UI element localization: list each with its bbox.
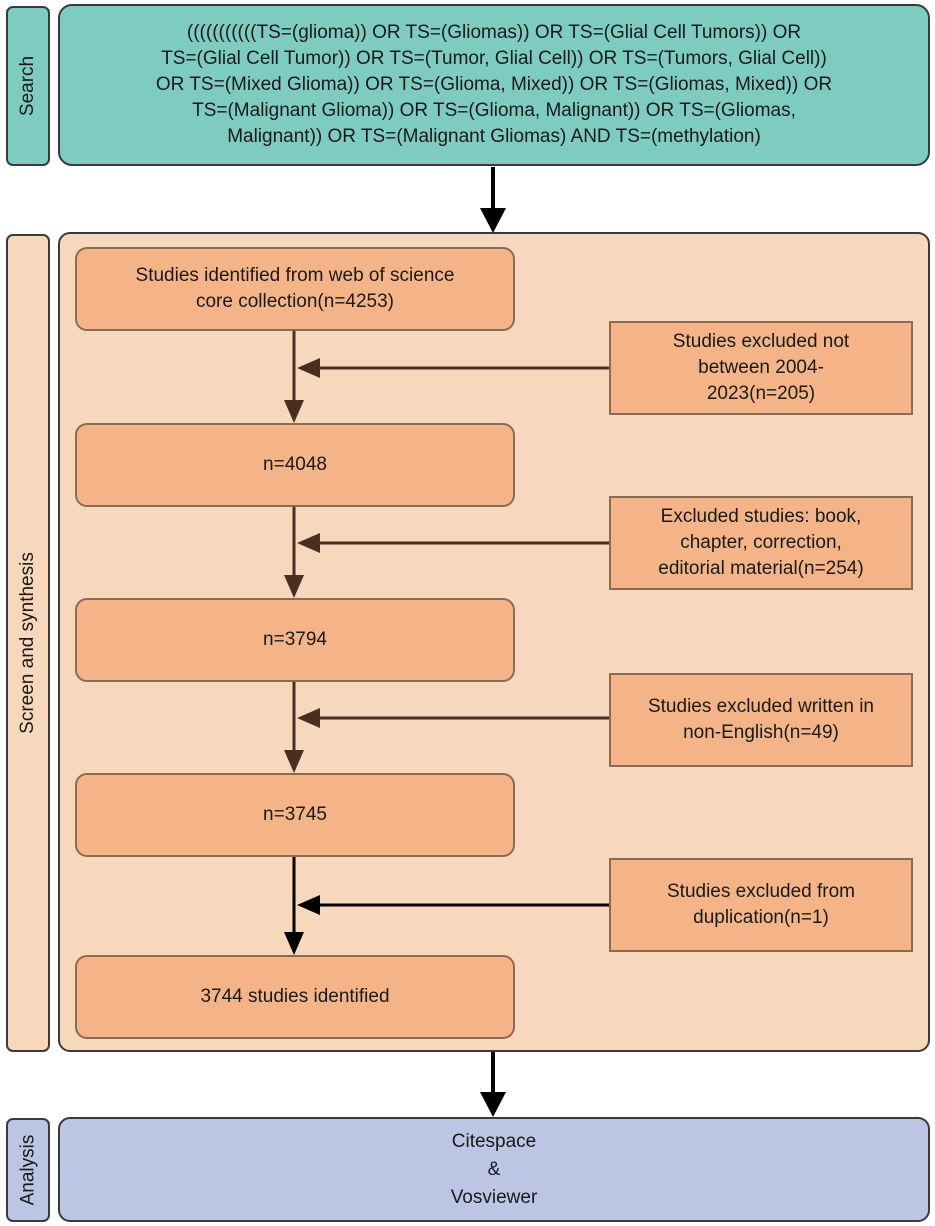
search-query-line: Malignant)) OR TS=(Malignant Gliomas) AN… — [227, 126, 761, 147]
exclusion-box-language: Studies excluded written in non-English(… — [609, 673, 913, 767]
exclusion-text-line: Studies excluded from — [667, 881, 855, 902]
search-query-line: TS=(Glial Cell Tumor)) OR TS=(Tumor, Gli… — [161, 48, 827, 69]
analysis-box: Citespace & Vosviewer — [58, 1117, 930, 1222]
screen-section-label: Screen and synthesis — [17, 552, 39, 734]
stage-box-final: 3744 studies identified — [75, 955, 515, 1039]
stage-text-line: n=3745 — [263, 804, 327, 825]
arrowhead-down-icon — [480, 208, 506, 233]
stage-text-line: 3744 studies identified — [200, 986, 390, 1007]
search-query-line: (((((((((((TS=(glioma)) OR TS=(Gliomas))… — [186, 22, 802, 43]
search-section-tab: Search — [6, 6, 50, 166]
exclusion-text-line: 2023(n=205) — [706, 383, 816, 404]
search-section-label: Search — [17, 55, 39, 117]
exclusion-text-line: editorial material(n=254) — [658, 558, 864, 579]
arrowhead-down-icon — [480, 1092, 506, 1117]
analysis-ampersand: & — [487, 1158, 501, 1180]
search-query-line: OR TS=(Mixed Glioma)) OR TS=(Glioma, Mix… — [155, 74, 833, 95]
stage-box-identified: Studies identified from web of science c… — [75, 247, 515, 331]
exclusion-box-duplication: Studies excluded from duplication(n=1) — [609, 858, 913, 952]
screen-section-tab: Screen and synthesis — [6, 234, 50, 1052]
analysis-tool-citespace: Citespace — [451, 1130, 537, 1152]
exclusion-text-line: between 2004- — [698, 357, 824, 378]
analysis-section-tab: Analysis — [6, 1118, 50, 1222]
exclusion-text-line: Excluded studies: book, — [660, 506, 862, 527]
exclusion-text-line: non-English(n=49) — [683, 722, 839, 743]
stage-text-line: Studies identified from web of science — [135, 265, 455, 286]
stage-box-3794: n=3794 — [75, 598, 515, 682]
stage-text-line: n=4048 — [263, 454, 327, 475]
search-query-line: TS=(Malignant Glioma)) OR TS=(Glioma, Ma… — [192, 100, 796, 121]
stage-text-line: core collection(n=4253) — [195, 291, 395, 312]
stage-box-4048: n=4048 — [75, 423, 515, 507]
search-query-box: (((((((((((TS=(glioma)) OR TS=(Gliomas))… — [58, 4, 930, 166]
exclusion-text-line: Studies excluded written in — [647, 696, 874, 717]
stage-text-line: n=3794 — [263, 629, 327, 650]
exclusion-text-line: duplication(n=1) — [693, 907, 829, 928]
stage-box-3745: n=3745 — [75, 773, 515, 857]
analysis-tool-vosviewer: Vosviewer — [450, 1186, 538, 1208]
exclusion-text-line: Studies excluded not — [672, 331, 850, 352]
exclusion-box-doc-type: Excluded studies: book, chapter, correct… — [609, 496, 913, 590]
exclusion-box-date-range: Studies excluded not between 2004- 2023(… — [609, 321, 913, 415]
exclusion-text-line: chapter, correction, — [680, 532, 842, 553]
analysis-section-label: Analysis — [17, 1134, 38, 1206]
